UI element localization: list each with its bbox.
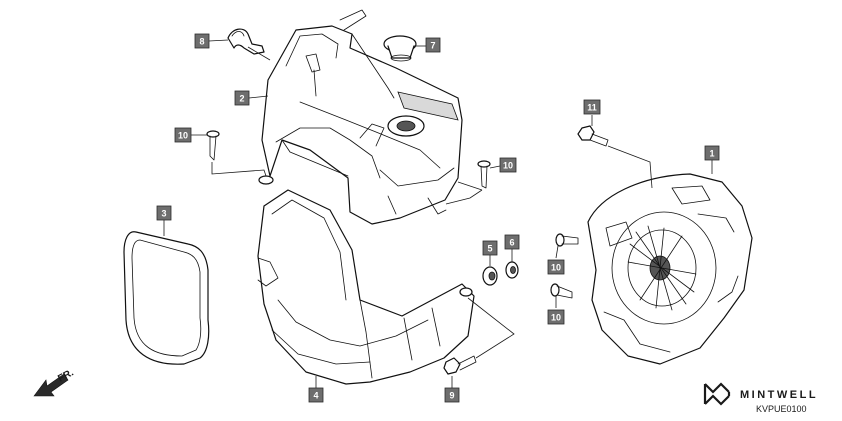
collar — [505, 261, 519, 279]
svg-text:2: 2 — [239, 94, 244, 104]
lower-fan-shroud — [257, 189, 475, 385]
screw-upper-left — [206, 130, 220, 161]
gasket — [123, 231, 210, 365]
front-direction-indicator: FR. — [33, 367, 76, 397]
mintwell-logo-icon — [703, 382, 731, 406]
svg-text:10: 10 — [551, 263, 561, 273]
callout-4: 4 — [308, 387, 324, 403]
brand-name: MINTWELL — [740, 389, 818, 401]
fan-cover — [587, 173, 753, 365]
svg-text:4: 4 — [313, 391, 318, 401]
leader-lines — [163, 39, 713, 388]
callout-9: 9 — [444, 387, 460, 403]
callout-2: 2 — [234, 90, 250, 106]
svg-text:10: 10 — [503, 161, 513, 171]
upper-fan-shroud — [258, 9, 463, 225]
svg-text:6: 6 — [509, 238, 514, 248]
grommet-cap — [383, 35, 417, 62]
callout-10-mid-right: 10 — [547, 259, 565, 275]
svg-text:7: 7 — [430, 41, 435, 51]
arrow-left-down-icon — [33, 373, 69, 397]
callout-3: 3 — [156, 205, 172, 221]
brand-logo: MINTWELL — [703, 382, 818, 406]
rubber-damper — [482, 266, 498, 286]
callout-10-upper-right: 10 — [499, 157, 517, 173]
svg-text:10: 10 — [178, 131, 188, 141]
screw-lower-right — [550, 283, 573, 299]
svg-text:10: 10 — [551, 313, 561, 323]
callout-5: 5 — [482, 240, 498, 256]
callout-6: 6 — [504, 234, 520, 250]
callout-10-lower-right: 10 — [547, 309, 565, 325]
wire-clamp — [227, 28, 265, 55]
svg-text:3: 3 — [161, 209, 166, 219]
svg-text:9: 9 — [449, 391, 454, 401]
flange-bolt — [577, 125, 609, 147]
svg-text:11: 11 — [587, 103, 597, 113]
diagram-code: KVPUE0100 — [756, 404, 807, 414]
callout-1: 1 — [704, 145, 720, 161]
callout-7: 7 — [425, 37, 441, 53]
callout-10-upper-left: 10 — [174, 127, 192, 143]
lower-bolt — [443, 355, 477, 375]
screw-upper-right — [477, 160, 491, 189]
svg-text:1: 1 — [709, 149, 714, 159]
svg-text:5: 5 — [487, 244, 492, 254]
direction-label: FR. — [56, 367, 76, 384]
callout-8: 8 — [194, 33, 210, 49]
callout-11: 11 — [583, 99, 601, 115]
screw-mid-right — [555, 233, 579, 247]
svg-text:8: 8 — [199, 37, 204, 47]
